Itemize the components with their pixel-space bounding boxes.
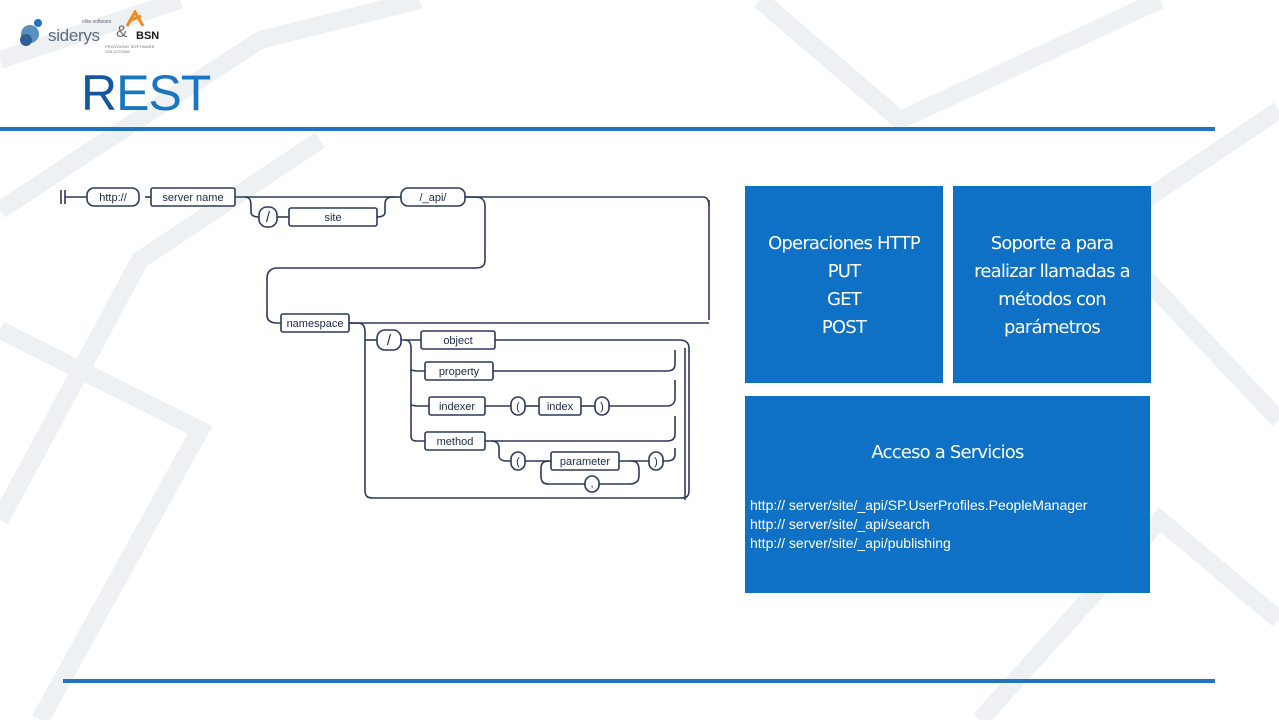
page-title-initial: R (81, 65, 117, 121)
method-support-text: Soporte a para realizar llamadas a métod… (953, 230, 1151, 342)
api-box (400, 187, 466, 207)
method-label: method (437, 436, 474, 448)
namespace-box (280, 313, 350, 333)
indexer-label: indexer (439, 401, 475, 413)
open-paren-index-box (510, 396, 526, 416)
company-logos: siderys elite software & BSN PROVIDING S… (18, 8, 168, 54)
http-operations-tile: Operaciones HTTP PUT GET POST (745, 186, 943, 383)
ampersand: & (116, 22, 128, 41)
tile-line: métodos con (998, 289, 1107, 310)
tile-line: realizar llamadas a (974, 261, 1131, 282)
close-paren-index-label: ) (600, 401, 604, 413)
open-paren-param-label: ( (516, 456, 520, 468)
slash-namespace-box (376, 329, 402, 351)
tile-line: GET (827, 289, 862, 310)
server-name-label: server name (162, 192, 223, 204)
server-name-box (150, 187, 236, 207)
index-label: index (547, 401, 574, 413)
services-access-tile: Acceso a Servicios http:// server/site/_… (745, 396, 1150, 593)
method-support-tile: Soporte a para realizar llamadas a métod… (953, 186, 1151, 383)
comma-label: , (590, 478, 593, 490)
close-paren-param-box (648, 451, 664, 471)
bsn-tagline: PROVIDING SOFTWARE SOLUTIONS (105, 44, 155, 54)
close-paren-index-box (594, 396, 610, 416)
indexer-box (428, 396, 486, 416)
service-url: http:// server/site/_api/publishing (750, 535, 951, 551)
slash-site-box (258, 206, 278, 228)
close-paren-param-label: ) (654, 456, 658, 468)
services-heading: Acceso a Servicios (871, 442, 1024, 463)
page-title: REST (81, 64, 211, 122)
tile-line: Soporte a para (990, 233, 1114, 254)
object-box (420, 330, 496, 350)
tile-line: PUT (827, 261, 861, 282)
method-box (424, 431, 486, 451)
siderys-wordmark: siderys (48, 26, 100, 45)
bsn-logo-icon (125, 10, 145, 27)
page-title-rest: EST (116, 65, 211, 121)
site-box (288, 207, 378, 227)
siderys-logo-icon (20, 19, 42, 46)
object-label: object (443, 335, 472, 347)
open-paren-index-label: ( (516, 401, 520, 413)
tile-line: parámetros (1004, 317, 1101, 338)
site-label: site (324, 212, 341, 224)
service-url: http:// server/site/_api/SP.UserProfiles… (750, 497, 1088, 513)
api-label: /_api/ (420, 192, 448, 204)
slash-namespace-label: / (387, 332, 392, 349)
rest-url-syntax-diagram: http:// server name / site /_api/ namesp… (60, 187, 710, 500)
bsn-wordmark: BSN (136, 30, 160, 42)
http-operations-text: Operaciones HTTP PUT GET POST (745, 230, 943, 342)
property-box (424, 361, 494, 381)
parameter-box (550, 451, 620, 471)
slash-site-label: / (266, 209, 271, 226)
header-divider (0, 127, 1215, 131)
property-label: property (439, 366, 480, 378)
siderys-tagline: elite software (82, 19, 112, 25)
footer-divider (63, 679, 1215, 683)
parameter-label: parameter (560, 456, 610, 468)
tile-line: POST (821, 317, 867, 338)
open-paren-param-box (510, 451, 526, 471)
namespace-label: namespace (287, 318, 344, 330)
service-url: http:// server/site/_api/search (750, 516, 930, 532)
http-box (86, 187, 140, 207)
index-box (538, 396, 582, 416)
tile-line: Operaciones HTTP (768, 233, 921, 254)
http-label: http:// (99, 192, 127, 204)
service-url-list: http:// server/site/_api/SP.UserProfiles… (750, 496, 1087, 553)
comma-box (584, 475, 600, 493)
